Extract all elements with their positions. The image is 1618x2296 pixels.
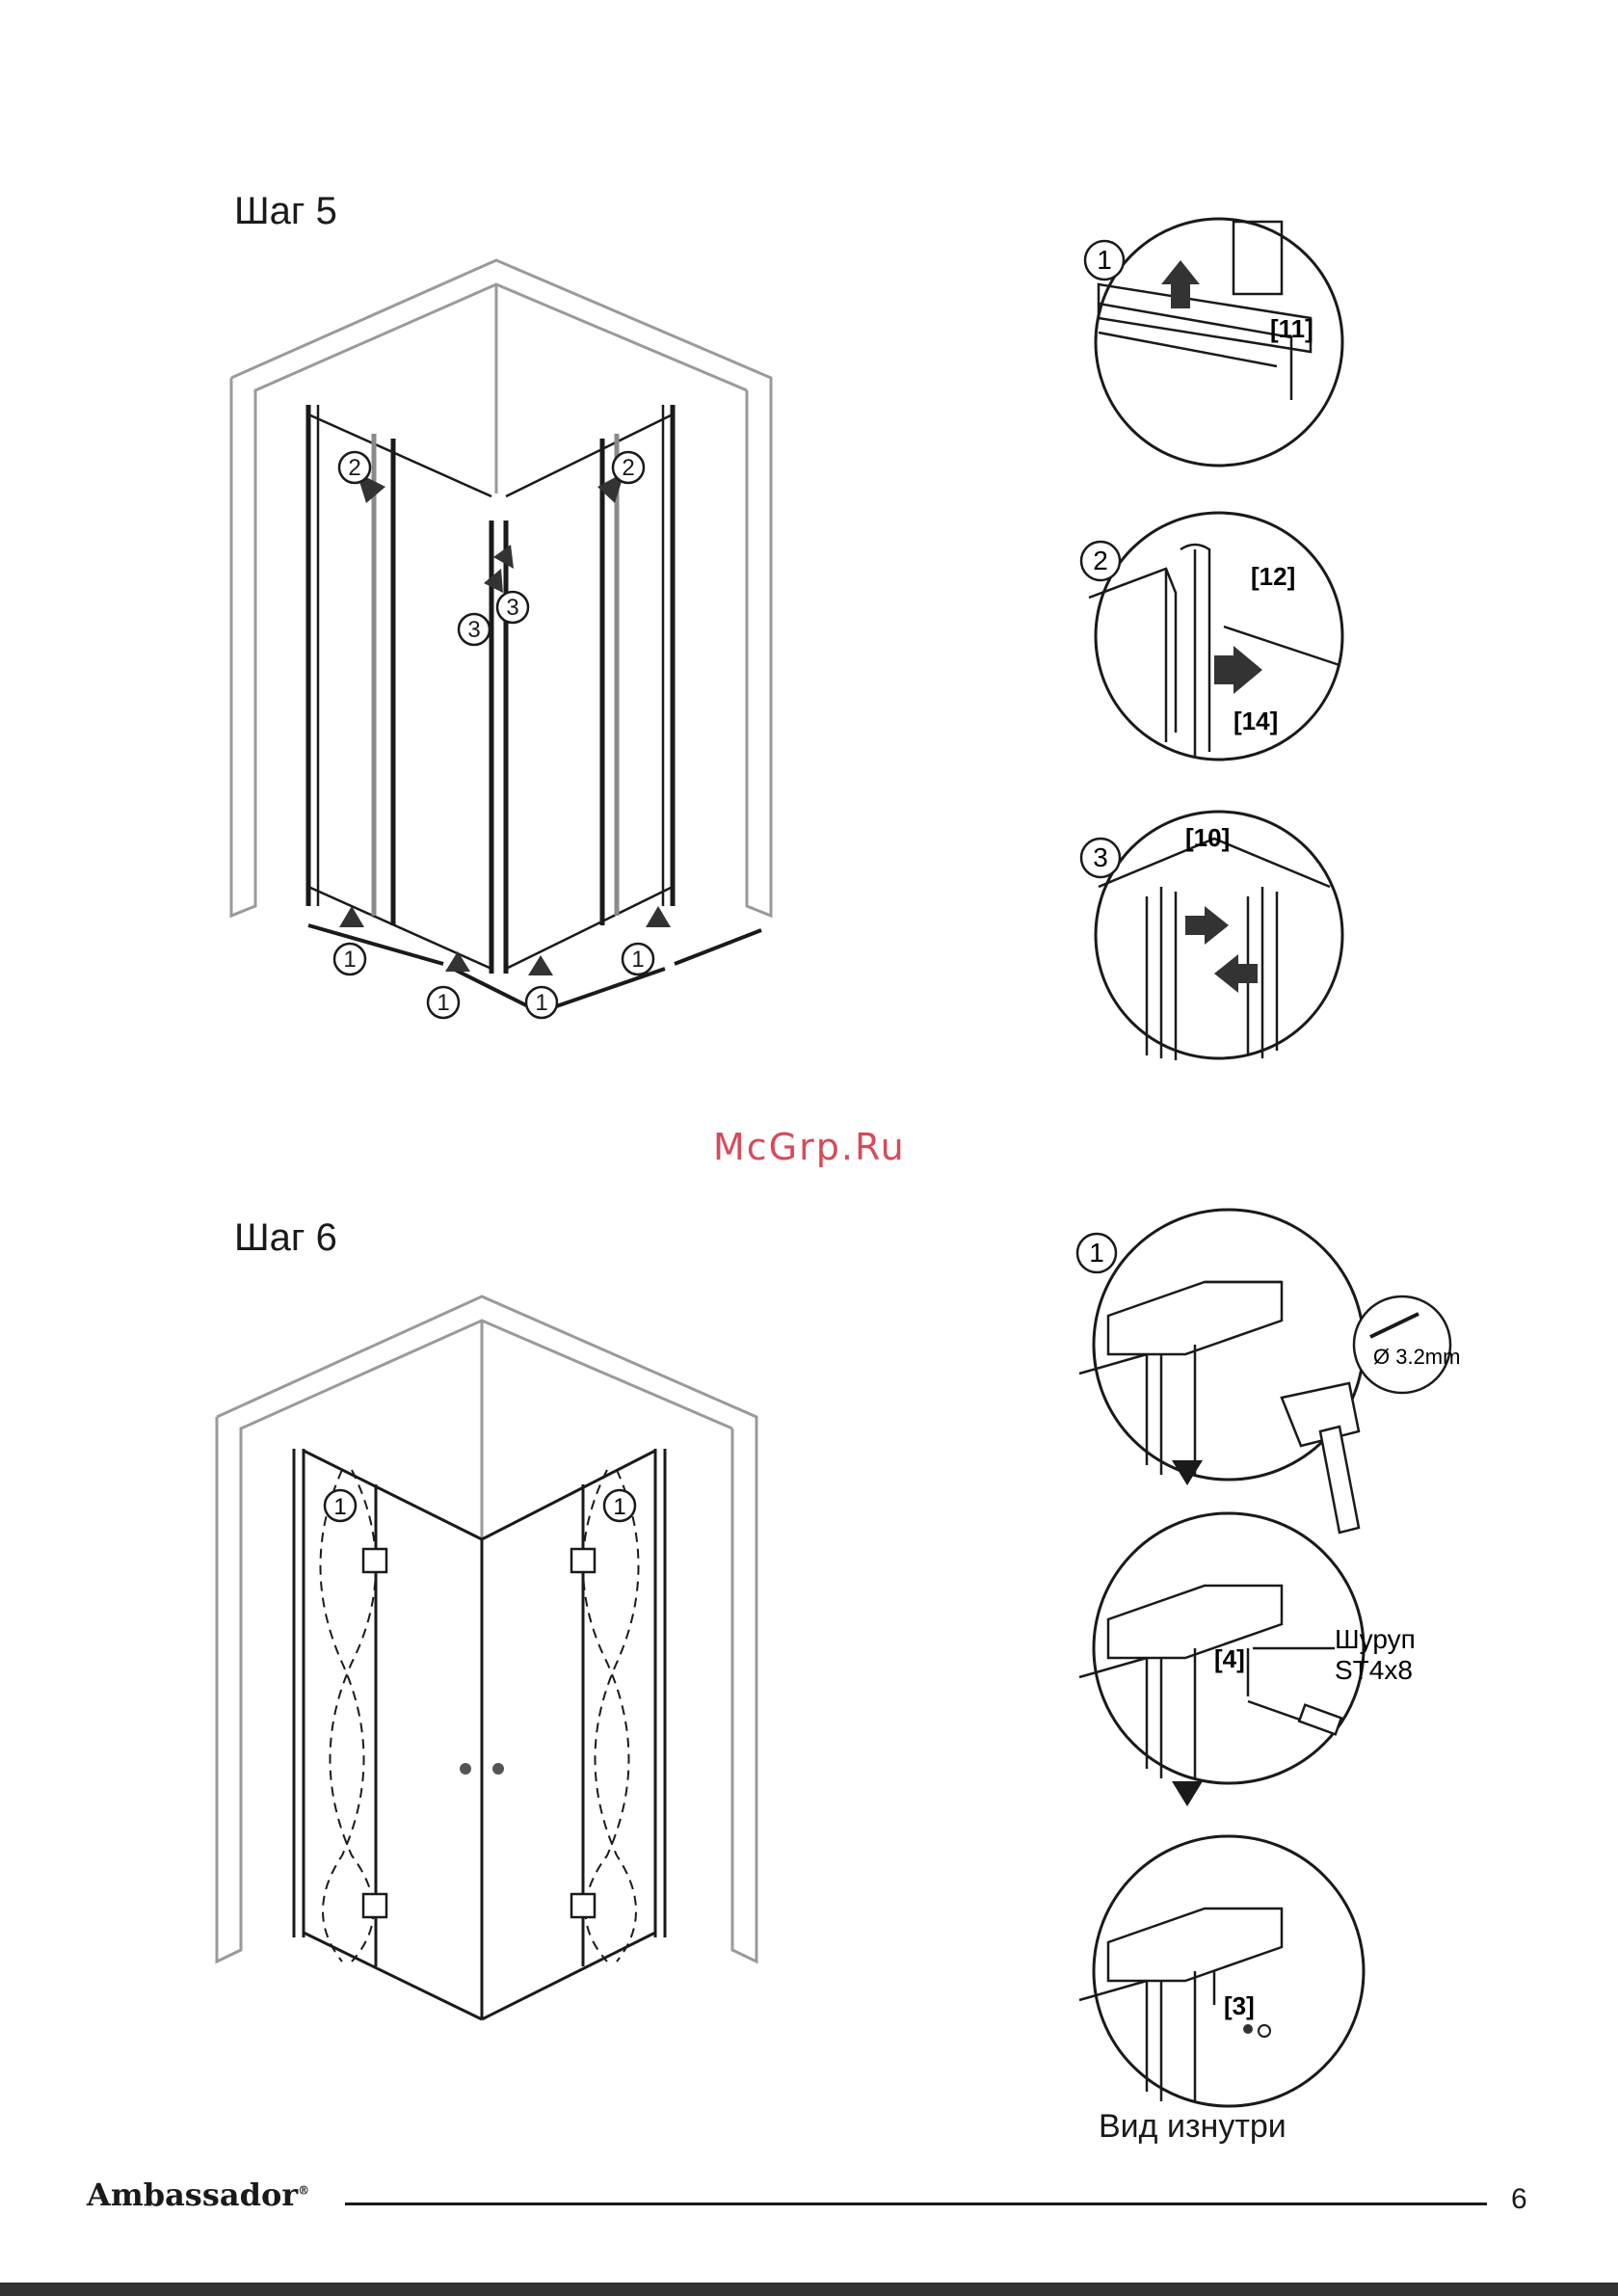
detail-1-number: 1 bbox=[1097, 245, 1112, 275]
step5-detail-3: 3 [10] bbox=[1070, 800, 1349, 1070]
detail-2-part-b: [14] bbox=[1233, 707, 1278, 735]
arrow-down-icon-2 bbox=[1172, 1781, 1203, 1806]
arrow-down-icon bbox=[1172, 1460, 1203, 1485]
watermark: McGrp.Ru bbox=[713, 1126, 906, 1168]
callout-1-d: 1 bbox=[535, 990, 547, 1016]
page-number: 6 bbox=[1511, 2183, 1527, 2216]
step6-detail-inside: [3] bbox=[1060, 1827, 1465, 2116]
step5-title: Шаг 5 bbox=[234, 190, 337, 233]
screw-label: Шуруп bbox=[1335, 1624, 1416, 1654]
callout-3-left: 3 bbox=[467, 617, 480, 643]
brand-mark: ® bbox=[298, 2183, 309, 2197]
step6-detail-screw: [4] Шуруп ST4x8 bbox=[1060, 1504, 1465, 1793]
screw-part-number: [4] bbox=[1214, 1644, 1245, 1673]
brand-logo: Ambassador® bbox=[87, 2176, 309, 2213]
footer-rule bbox=[345, 2203, 1487, 2205]
callout-1-b: 1 bbox=[631, 947, 644, 973]
detail-2-number: 2 bbox=[1093, 546, 1108, 575]
step6-callout-right: 1 bbox=[613, 1494, 625, 1520]
detail-2-part-a: [12] bbox=[1251, 562, 1295, 591]
cap-part-number: [3] bbox=[1224, 1991, 1255, 2020]
detail-1-part: [11] bbox=[1270, 314, 1313, 343]
screw-spec: ST4x8 bbox=[1335, 1655, 1413, 1685]
step6-title: Шаг 6 bbox=[234, 1216, 337, 1260]
callout-1-a: 1 bbox=[343, 947, 356, 973]
detail-3-part: [10] bbox=[1185, 823, 1230, 852]
drill-size-label: Ø 3.2mm bbox=[1373, 1345, 1460, 1369]
step6-callout-left: 1 bbox=[333, 1494, 346, 1520]
step5-detail-1: 1 [11] bbox=[1070, 207, 1349, 477]
step6-main-illustration: 1 1 bbox=[207, 1287, 766, 2029]
callout-1-c: 1 bbox=[437, 990, 449, 1016]
detail-3-number: 3 bbox=[1093, 842, 1108, 872]
step5-main-illustration: 2 2 3 3 1 1 1 1 bbox=[222, 251, 781, 1041]
brand-name: Ambassador bbox=[87, 2176, 298, 2213]
bottom-band bbox=[0, 2283, 1618, 2296]
drill-detail-number: 1 bbox=[1089, 1238, 1104, 1268]
inside-view-caption: Вид изнутри bbox=[1099, 2108, 1286, 2146]
callout-3-right: 3 bbox=[506, 595, 518, 621]
step6-detail-drill: 1 Ø 3.2mm bbox=[1060, 1200, 1465, 1547]
step5-detail-2: 2 [12] [14] bbox=[1070, 501, 1349, 771]
callout-2-left: 2 bbox=[348, 455, 360, 481]
callout-2-right: 2 bbox=[622, 455, 634, 481]
